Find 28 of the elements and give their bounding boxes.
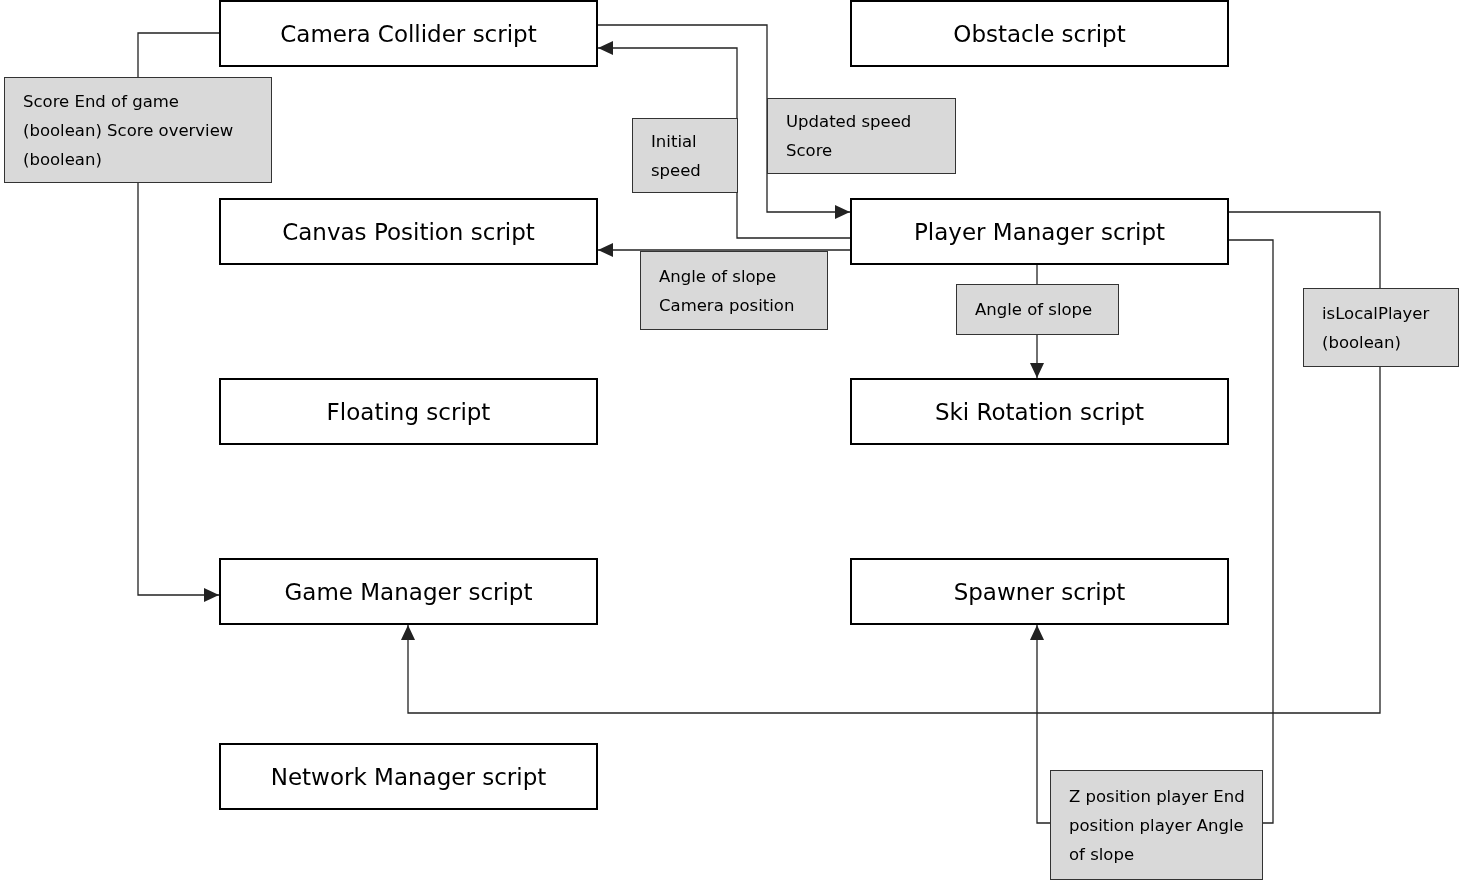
script-box [219,743,598,810]
script-name: Ski Rotation script [934,398,1145,425]
script-name: Camera Collider script [280,20,537,47]
script-name: Obstacle script [953,20,1126,47]
script-box [850,558,1229,625]
script-name: Spawner script [953,578,1126,605]
script-box [850,0,1229,67]
edge-label: isLocalPlayer (boolean) [1303,288,1459,367]
arrow [597,243,851,257]
arrow [401,211,1381,714]
script-box [219,198,598,265]
script-name: Canvas Position script [282,218,535,245]
edge-label: Angle of slope Camera position [640,251,828,330]
arrow [597,24,851,219]
script-box [850,198,1229,265]
edge-label: Initial speed [632,118,738,193]
script-name: Network Manager script [270,763,547,790]
edge-label: Updated speed Score [767,98,956,174]
script-name: Game Manager script [284,578,533,605]
edge-label: Z position player End position player Angle of slope [1050,770,1263,880]
script-name: Player Manager script [913,218,1166,245]
script-box [219,378,598,445]
script-box [850,378,1229,445]
script-box [219,0,598,67]
edge-label: Angle of slope [956,284,1119,335]
script-name: Floating script [326,398,491,425]
edge-label: Score End of game (boolean) Score overview (boolean) [4,77,272,183]
script-box [219,558,598,625]
